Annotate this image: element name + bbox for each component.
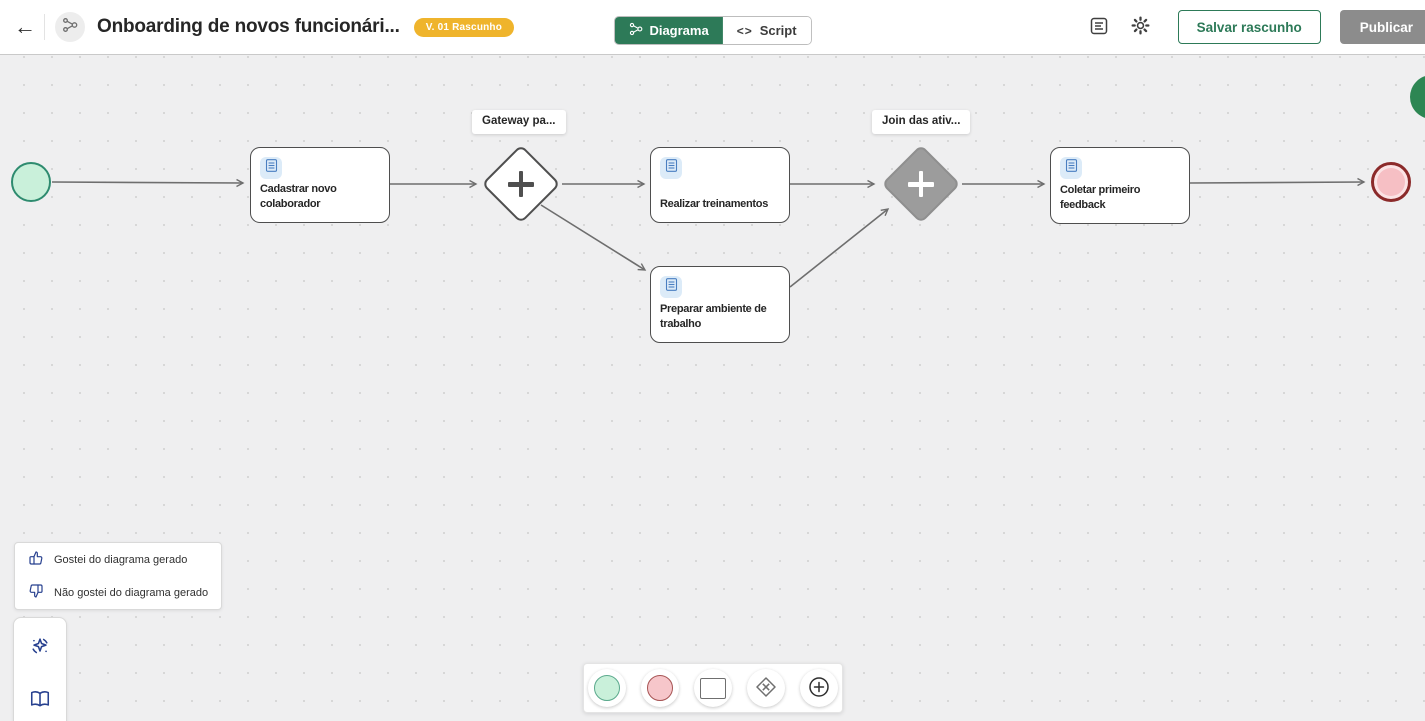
task-type-chip bbox=[660, 157, 682, 179]
thumbs-up-icon bbox=[28, 550, 44, 569]
publish-button[interactable]: Publicar bbox=[1339, 10, 1425, 44]
diagram-canvas[interactable]: Cadastrar novo colaborador Realizar trei… bbox=[0, 55, 1425, 721]
gear-icon bbox=[1130, 15, 1151, 39]
start-event-icon bbox=[594, 675, 620, 701]
like-label: Gostei do diagrama gerado bbox=[54, 553, 188, 566]
task-label: Cadastrar novo colaborador bbox=[260, 183, 337, 211]
end-event-icon bbox=[647, 675, 673, 701]
end-event[interactable] bbox=[1371, 162, 1411, 202]
header-actions: Salvar rascunho Publicar bbox=[1082, 10, 1425, 44]
ai-sparkle-icon bbox=[29, 635, 51, 660]
gateway-diamond-icon bbox=[754, 675, 778, 702]
palette-gateway-button[interactable] bbox=[747, 669, 785, 707]
documentation-button[interactable] bbox=[24, 684, 56, 716]
palette-more-button[interactable] bbox=[800, 669, 838, 707]
tab-diagrama-label: Diagrama bbox=[649, 23, 709, 38]
thumbs-down-icon bbox=[28, 583, 44, 602]
task-list-icon bbox=[664, 158, 679, 178]
header: ← Onboarding de novos funcionári... V. 0… bbox=[0, 0, 1425, 55]
task-coletar-feedback[interactable]: Coletar primeiro feedback bbox=[1050, 147, 1190, 224]
diagram-icon bbox=[628, 22, 642, 39]
gateway-split-label[interactable]: Gateway pa... bbox=[472, 110, 566, 134]
plus-icon bbox=[918, 171, 924, 197]
gateway-join-label[interactable]: Join das ativ... bbox=[872, 110, 971, 134]
task-type-chip bbox=[1060, 157, 1082, 179]
palette-end-event-button[interactable] bbox=[641, 669, 679, 707]
task-label: Preparar ambiente de trabalho bbox=[660, 303, 767, 331]
back-button[interactable]: ← bbox=[8, 10, 42, 44]
gateway-parallel-split[interactable] bbox=[481, 144, 561, 224]
task-list-icon bbox=[664, 277, 679, 297]
task-realizar-treinamentos[interactable]: Realizar treinamentos bbox=[650, 147, 790, 223]
view-tab-toggle: Diagrama <> Script bbox=[613, 16, 812, 45]
page-title[interactable]: Onboarding de novos funcionári... bbox=[97, 16, 400, 37]
tab-diagrama[interactable]: Diagrama bbox=[614, 17, 723, 44]
task-cadastrar-novo-colaborador[interactable]: Cadastrar novo colaborador bbox=[250, 147, 390, 223]
ai-assistant-button[interactable] bbox=[24, 631, 56, 663]
task-preparar-ambiente[interactable]: Preparar ambiente de trabalho bbox=[650, 266, 790, 343]
task-label: Coletar primeiro feedback bbox=[1060, 184, 1141, 212]
task-list-icon bbox=[1064, 158, 1079, 178]
palette-task-button[interactable] bbox=[694, 669, 732, 707]
document-log-icon bbox=[1089, 16, 1109, 39]
tab-script[interactable]: <> Script bbox=[722, 17, 811, 44]
log-button[interactable] bbox=[1082, 10, 1116, 44]
dislike-diagram-button[interactable]: Não gostei do diagrama gerado bbox=[15, 579, 221, 606]
start-event[interactable] bbox=[11, 162, 51, 202]
dislike-label: Não gostei do diagrama gerado bbox=[54, 586, 209, 599]
header-divider bbox=[44, 14, 45, 40]
save-draft-button[interactable]: Salvar rascunho bbox=[1177, 10, 1321, 44]
task-list-icon bbox=[264, 158, 279, 178]
gateway-parallel-join[interactable] bbox=[881, 144, 961, 224]
task-type-chip bbox=[260, 157, 282, 179]
end-event-core bbox=[1377, 168, 1405, 196]
book-icon bbox=[29, 688, 51, 713]
left-tool-rail bbox=[13, 617, 67, 721]
workflow-avatar bbox=[55, 12, 85, 42]
like-diagram-button[interactable]: Gostei do diagrama gerado bbox=[15, 546, 221, 573]
element-palette bbox=[583, 663, 843, 713]
diagram-feedback-panel: Gostei do diagrama gerado Não gostei do … bbox=[14, 542, 222, 610]
task-label: Realizar treinamentos bbox=[660, 198, 769, 211]
code-icon: <> bbox=[736, 23, 753, 38]
floating-chat-button[interactable] bbox=[1410, 75, 1425, 119]
version-badge: V. 01 Rascunho bbox=[413, 17, 515, 37]
tab-script-label: Script bbox=[759, 23, 797, 38]
settings-button[interactable] bbox=[1124, 10, 1158, 44]
add-circle-icon bbox=[807, 675, 831, 702]
task-type-chip bbox=[660, 276, 682, 298]
workflow-icon bbox=[62, 17, 78, 38]
palette-start-event-button[interactable] bbox=[588, 669, 626, 707]
plus-icon bbox=[518, 171, 524, 197]
task-rectangle-icon bbox=[700, 677, 726, 699]
